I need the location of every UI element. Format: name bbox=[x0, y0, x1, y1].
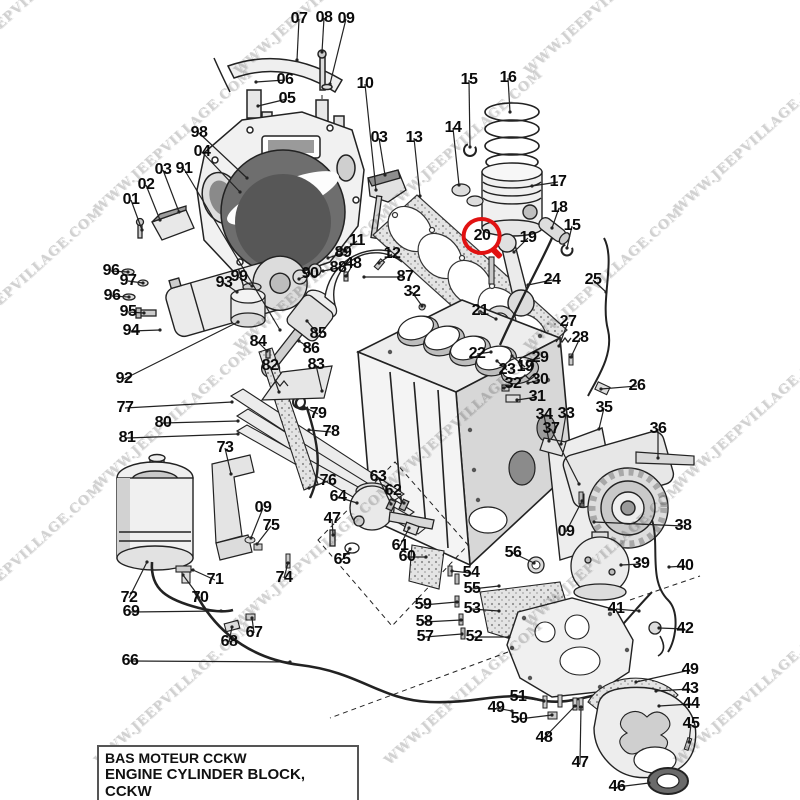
bearing-half-ring bbox=[324, 249, 403, 307]
flywheel-housing bbox=[196, 111, 365, 279]
caption-box: BAS MOTEUR CCKW ENGINE CYLINDER BLOCK, C… bbox=[97, 745, 359, 800]
cylinder-block bbox=[356, 299, 573, 567]
piston-assembly bbox=[451, 102, 574, 362]
generator bbox=[547, 427, 695, 561]
oil-filter bbox=[116, 453, 255, 571]
front-end-plate bbox=[329, 575, 701, 720]
timing-cover bbox=[578, 677, 697, 795]
oil-pump bbox=[570, 531, 630, 601]
distributor bbox=[260, 263, 338, 379]
caption-line-english: ENGINE CYLINDER BLOCK, CCKW bbox=[105, 766, 306, 800]
fuel-pump bbox=[317, 461, 469, 627]
caption-line-french: BAS MOTEUR CCKW bbox=[105, 750, 247, 766]
